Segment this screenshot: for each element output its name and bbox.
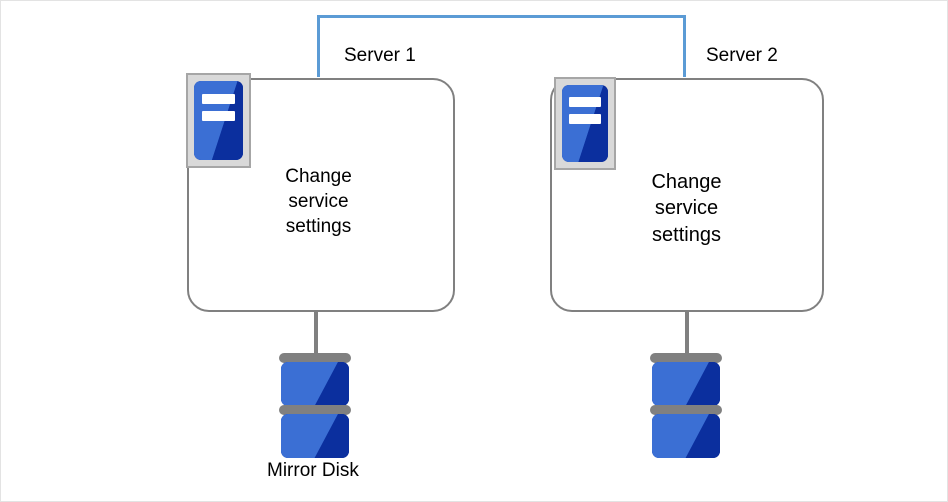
server-2-label: Server 2 [706,45,778,66]
server-to-disk-link [685,312,689,357]
disk-plate-top [279,353,351,363]
mirror-disk-icon [279,353,351,463]
server-1-body-text: Change service settings [285,166,352,238]
disk-sheen [281,362,349,406]
heartbeat-line-left-drop [317,15,320,77]
heartbeat-line-right-drop [683,15,686,77]
server-node-icon-bar-top [569,97,601,108]
server-node-icon-body [194,81,243,160]
server-node-icon-body [562,85,608,162]
disk-body-upper [652,362,720,406]
disk-body-lower [652,414,720,458]
server-node-icon [554,77,616,170]
server-node-icon-bar-bottom [201,111,236,122]
mirror-disk-caption: Mirror Disk [267,460,359,481]
disk-plate-middle [650,405,722,415]
server-node-icon [186,73,251,168]
server-2-body-text: Change service settings [651,171,722,246]
disk-sheen [652,362,720,406]
disk-plate-top [650,353,722,363]
heartbeat-line-top [317,15,686,18]
disk-sheen [281,414,349,458]
mirror-disk-icon [650,353,722,463]
disk-body-lower [281,414,349,458]
server-1-label: Server 1 [344,45,416,66]
disk-plate-middle [279,405,351,415]
server-to-disk-link [314,312,318,357]
server-node-icon-bar-bottom [569,114,601,125]
disk-body-upper [281,362,349,406]
server-node-icon-bar-top [201,93,236,104]
disk-sheen [652,414,720,458]
server-2-box [550,78,824,312]
